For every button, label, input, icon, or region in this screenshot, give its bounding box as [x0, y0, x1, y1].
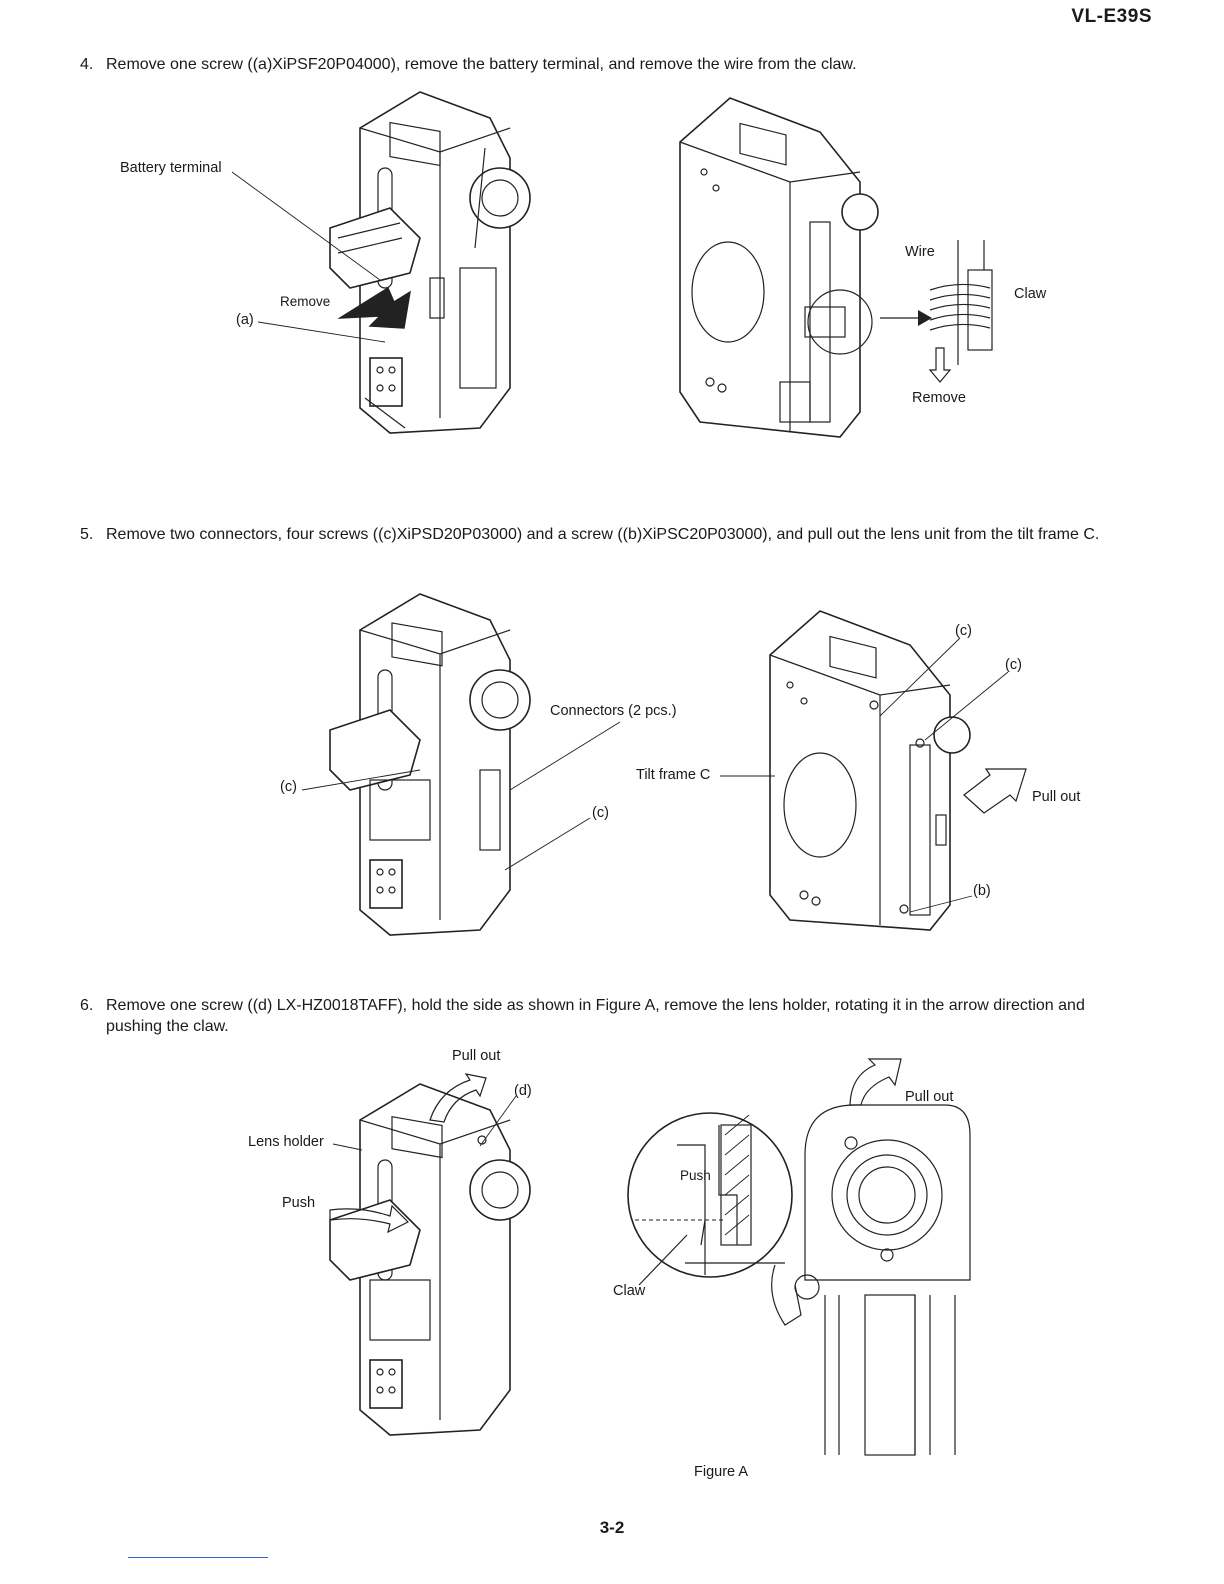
camera-body-illustration — [329, 1073, 531, 1436]
label-push: Push — [282, 1195, 316, 1211]
step-number: 6. — [80, 997, 94, 1014]
step-number: 5. — [80, 526, 94, 543]
step-4: 4. Remove one screw ((a)XiPSF20P04000), … — [80, 54, 1140, 75]
step-5: 5. Remove two connectors, four screws ((… — [80, 524, 1140, 545]
label-remove-wire: Remove — [912, 390, 966, 406]
step-text: Remove one screw ((d) LX-HZ0018TAFF), ho… — [106, 997, 1085, 1035]
step-text: Remove one screw ((a)XiPSF20P04000), rem… — [106, 56, 857, 73]
figure-a-illustration — [627, 1058, 971, 1456]
camera-body-illustration — [329, 91, 531, 434]
label-pull-out-left: Pull out — [452, 1048, 501, 1064]
label-connectors: Connectors (2 pcs.) — [550, 703, 677, 719]
label-screw-c-bottom: (c) — [592, 805, 609, 821]
label-screw-c-left: (c) — [280, 779, 297, 795]
label-lens-holder: Lens holder — [248, 1134, 324, 1150]
page-number: 3-2 — [599, 1518, 625, 1537]
label-screw-a: (a) — [236, 312, 254, 328]
label-screw-c-right: (c) — [1005, 657, 1022, 673]
camera-body-illustration — [329, 593, 531, 936]
label-screw-c-top: (c) — [955, 623, 972, 639]
step-text: Remove two connectors, four screws ((c)X… — [106, 526, 1100, 543]
label-remove: Remove — [280, 294, 331, 309]
label-push-detail: Push — [680, 1168, 711, 1183]
pull-out-arrow — [963, 768, 1027, 814]
footer-rule — [128, 1557, 268, 1558]
step-6: 6. Remove one screw ((d) LX-HZ0018TAFF),… — [80, 995, 1140, 1037]
step-number: 4. — [80, 56, 94, 73]
label-claw: Claw — [1014, 286, 1047, 302]
label-battery-terminal: Battery terminal — [120, 160, 222, 176]
lens-unit-illustration — [769, 610, 971, 931]
label-screw-b: (b) — [973, 883, 991, 899]
model-number: VL-E39S — [1071, 6, 1152, 27]
camera-rear-illustration — [679, 97, 879, 438]
label-screw-d: (d) — [514, 1083, 532, 1099]
label-claw-detail: Claw — [613, 1283, 646, 1299]
label-tilt-frame: Tilt frame C — [636, 767, 711, 783]
figure-caption: Figure A — [694, 1464, 748, 1480]
wire-claw-detail — [880, 240, 993, 383]
label-wire: Wire — [905, 244, 935, 260]
label-pull-out: Pull out — [1032, 789, 1081, 805]
label-pull-out-right: Pull out — [905, 1089, 954, 1105]
